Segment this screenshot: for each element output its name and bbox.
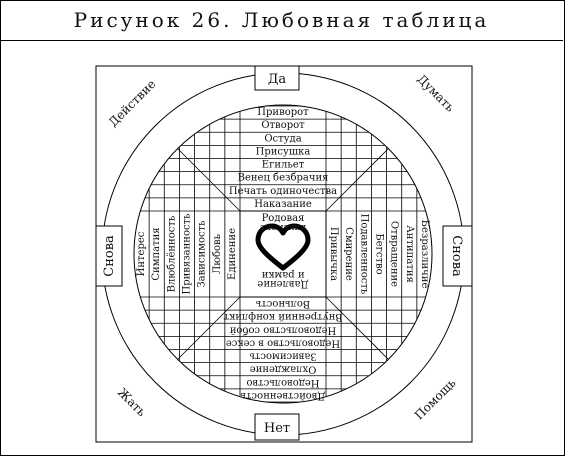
left-col-label: Симпатия [151, 227, 162, 280]
corner-label-bottom-left: Жать [115, 385, 149, 419]
diagonal-top-right [325, 148, 389, 212]
top-row-label: Присушка [256, 146, 311, 157]
inner-square [239, 210, 327, 298]
diagonal-top-left [177, 148, 241, 212]
again-button-right[interactable]: Снова [442, 225, 473, 287]
left-col-label: Любовь [212, 233, 223, 274]
corner-label-top-left: Действие [106, 77, 158, 129]
right-col-label: Антипатия [404, 225, 415, 283]
bottom-row-label: Зависимость [249, 351, 317, 362]
left-col-label: Зависимость [197, 220, 208, 288]
grid-lines [140, 105, 426, 403]
top-row-label: Наказание [254, 199, 312, 210]
bottom-row-label: Недовольство в сексе [226, 337, 340, 348]
yes-button-label: Да [268, 72, 287, 87]
bottom-row-label: Охлаждение [250, 364, 317, 375]
diagonal-bottom-left [177, 296, 241, 360]
no-button-label: Нет [264, 421, 290, 436]
again-button-right-label: Снова [449, 235, 464, 277]
top-row-label: Отворот [261, 120, 305, 131]
row-labels: ПриворотОтворотОстудаПрисушкаЕгильетВене… [136, 107, 430, 401]
corner-label-top-right: Думать [414, 72, 457, 115]
yes-button[interactable]: Да [254, 65, 300, 91]
corner-label-bottom-right: Помощь [412, 376, 459, 423]
bottom-row-label: Недовольство [246, 377, 319, 388]
heart-icon [255, 223, 311, 271]
top-row-label: Венец безбрачия [238, 173, 329, 184]
right-col-label: Привычка [328, 227, 339, 281]
bottom-row-label: Недовольство собой [229, 324, 336, 335]
center-bottom-line-2: и рамки [261, 269, 304, 280]
figure-title: Рисунок 26. Любовная таблица [0, 0, 563, 41]
right-col-label: Бегство [374, 233, 385, 274]
bottom-row-label: Вольность [255, 298, 310, 309]
left-col-label: Привязанность [182, 213, 193, 295]
no-button[interactable]: Нет [254, 413, 300, 441]
again-button-left[interactable]: Снова [95, 225, 123, 287]
center-top-line-1: Родовая [262, 213, 305, 224]
left-col-label: Влюблённость [166, 215, 177, 292]
center-top-line-2: аномалия [260, 223, 307, 233]
right-col-label: Смирение [343, 227, 354, 281]
right-col-label: Отвращение [389, 221, 400, 287]
top-row-label: Печать одиночества [229, 186, 337, 197]
diagonal-bottom-right [325, 296, 389, 360]
left-col-label: Интерес [136, 231, 147, 276]
bottom-row-label: Внутренний конфликт [223, 311, 343, 322]
top-row-label: Остуда [264, 133, 301, 144]
again-button-left-label: Снова [102, 235, 117, 277]
right-col-label: Безразличие [419, 220, 430, 289]
left-col-label: Единение [227, 228, 238, 280]
top-row-label: Егильет [262, 160, 305, 171]
bottom-row-label: Двойственность [240, 390, 326, 401]
center-bottom-line-1: Давление [257, 278, 308, 289]
top-row-label: Приворот [257, 107, 309, 118]
right-col-label: Подавленность [358, 214, 369, 295]
